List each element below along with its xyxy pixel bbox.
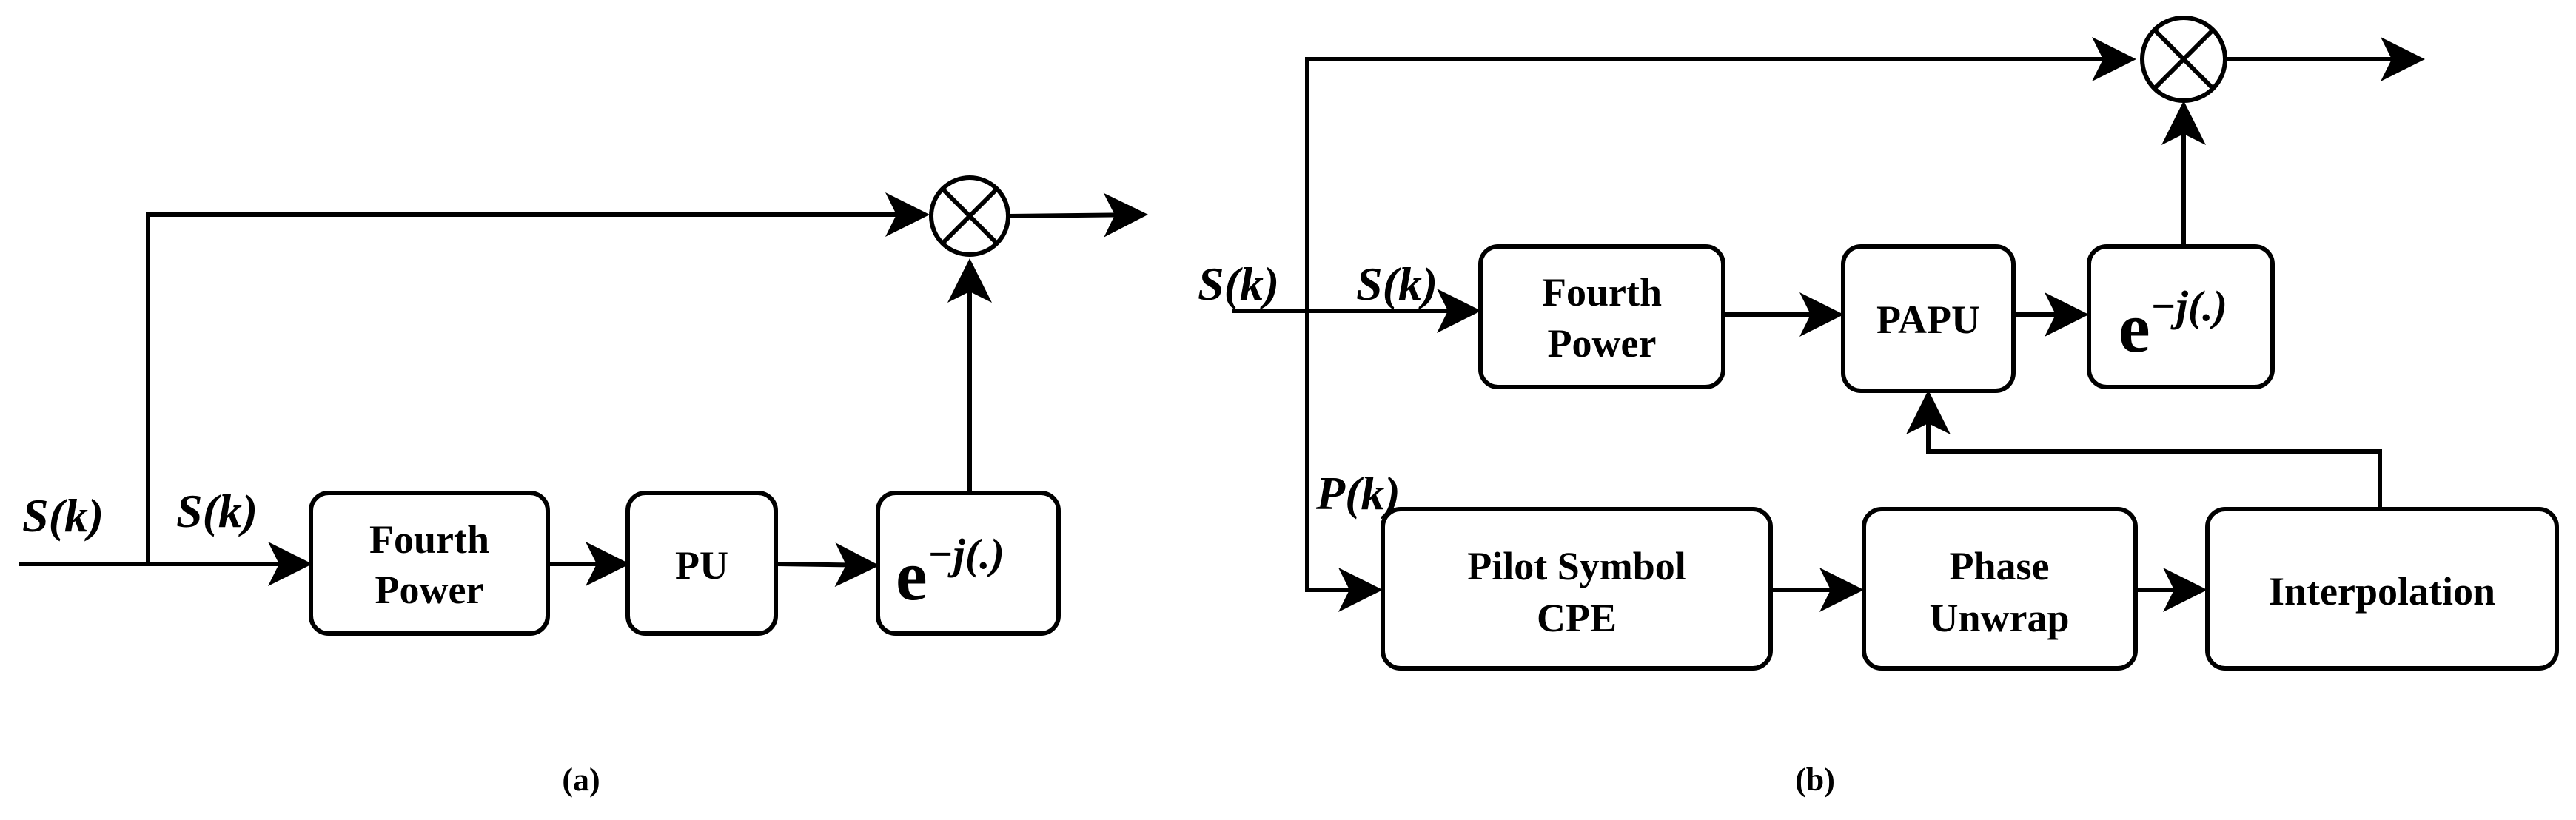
- fourth-power-label-line1-a: Fourth: [369, 517, 489, 562]
- exp-block-a: [876, 491, 1061, 636]
- phase-unwrap-label-line2-b: Unwrap: [1929, 596, 2069, 640]
- pu-to-exp-arrow-a: [777, 542, 879, 588]
- multiplier-a: [929, 175, 1010, 257]
- input-signal-label-b: S(k): [1198, 258, 1279, 310]
- fourth-power-label-line2-a: Power: [375, 568, 484, 612]
- phase-unwrap-label-line1-b: Phase: [1950, 544, 2050, 588]
- exp-formula-b: e−j(.): [2119, 282, 2227, 367]
- fourth-power-label-line1-b: Fourth: [1542, 270, 1662, 315]
- pu-block-a: [625, 491, 778, 636]
- exp-formula-a: e−j(.): [896, 530, 1004, 615]
- input-signal-label-a: S(k): [22, 489, 104, 542]
- exp-block-b: [2087, 244, 2275, 389]
- pu-label-a: PU: [675, 543, 728, 588]
- pilot-signal-label-b: P(k): [1315, 467, 1401, 520]
- phase-unwrap-block-b: [1862, 507, 2138, 671]
- interpolation-to-papu-feedback-b: [1906, 390, 2382, 509]
- caption-a: (a): [562, 762, 600, 798]
- papu-label-b: PAPU: [1876, 298, 1980, 342]
- multiplier-b: [2140, 16, 2227, 103]
- bypass-wire-a: [146, 192, 930, 564]
- pilot-cpe-block-b: [1381, 507, 1773, 671]
- branch-signal-label-a: S(k): [176, 485, 258, 537]
- papu-block-b: [1841, 244, 2016, 393]
- pilot-cpe-label-line2-b: CPE: [1537, 596, 1617, 640]
- fourth-power-block-b: [1478, 244, 1725, 389]
- pilot-wire-b: [1305, 311, 1383, 612]
- fourth-power-block-a: [309, 491, 550, 636]
- interpolation-label-b: Interpolation: [2269, 569, 2495, 614]
- interpolation-block-b: [2205, 507, 2559, 671]
- bypass-wire-b: [1305, 37, 2136, 311]
- caption-b: (b): [1795, 762, 1835, 798]
- output-arrow-a: [1007, 192, 1148, 238]
- diagram-b: Fourth Power PAPU e−j(.) Pilot Symbol CP…: [1198, 16, 2559, 798]
- fourth-power-label-line2-b: Power: [1548, 321, 1657, 366]
- branch-signal-label-b: S(k): [1356, 258, 1438, 310]
- pilot-cpe-label-line1-b: Pilot Symbol: [1467, 544, 1686, 588]
- diagram-a: Fourth Power PU e−j(.) S(k) S(k) (a): [19, 175, 1148, 798]
